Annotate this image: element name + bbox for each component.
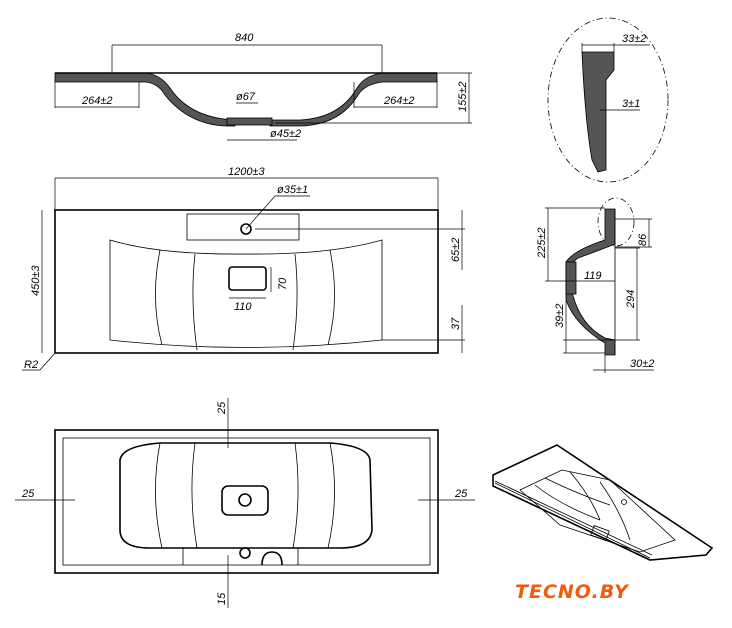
dim-25-right: 25 xyxy=(454,488,468,500)
dim-840: 840 xyxy=(235,32,254,44)
dim-70: 70 xyxy=(277,277,289,290)
dim-264-right: 264±2 xyxy=(383,95,415,107)
dim-15-bottom: 15 xyxy=(216,592,228,605)
side-section-view: 225±2 86 119 294 39±2 30±2 xyxy=(536,197,654,373)
dim-3: 3±1 xyxy=(622,98,640,110)
dim-d67: ø67 xyxy=(236,91,256,103)
dim-110: 110 xyxy=(234,301,252,313)
dim-30: 30±2 xyxy=(630,358,654,370)
dim-225: 225±2 xyxy=(536,227,548,259)
isometric-view xyxy=(492,444,714,561)
dim-65: 65±2 xyxy=(450,238,462,262)
dim-25-left: 25 xyxy=(21,488,35,500)
dim-39: 39±2 xyxy=(554,304,566,328)
dim-25-top: 25 xyxy=(216,401,228,415)
dim-119: 119 xyxy=(584,270,602,282)
dim-r2: R2 xyxy=(24,359,38,371)
dim-450: 450±3 xyxy=(30,265,42,296)
dim-264-left: 264±2 xyxy=(81,95,113,107)
tecno-logo: TECNO.BY xyxy=(515,581,630,603)
dim-155: 155±2 xyxy=(457,81,469,112)
logo-text: TECNO.BY xyxy=(515,581,630,603)
dim-d35: ø35±1 xyxy=(277,184,308,196)
front-section-view: 840 264±2 264±2 ø67 ø45±2 155±2 xyxy=(54,32,472,141)
top-view: 1200±3 ø35±1 65±2 450±3 70 110 37 R2 xyxy=(22,166,465,371)
bottom-view: 25 25 25 15 xyxy=(15,398,475,608)
dim-1200: 1200±3 xyxy=(228,166,266,178)
dim-86: 86 xyxy=(637,233,649,246)
dim-294: 294 xyxy=(625,290,637,309)
dim-33: 33±2 xyxy=(622,33,646,45)
detail-view: 33±2 3±1 xyxy=(547,17,669,183)
dim-d45: ø45±2 xyxy=(270,128,301,140)
dim-37: 37 xyxy=(450,317,462,330)
